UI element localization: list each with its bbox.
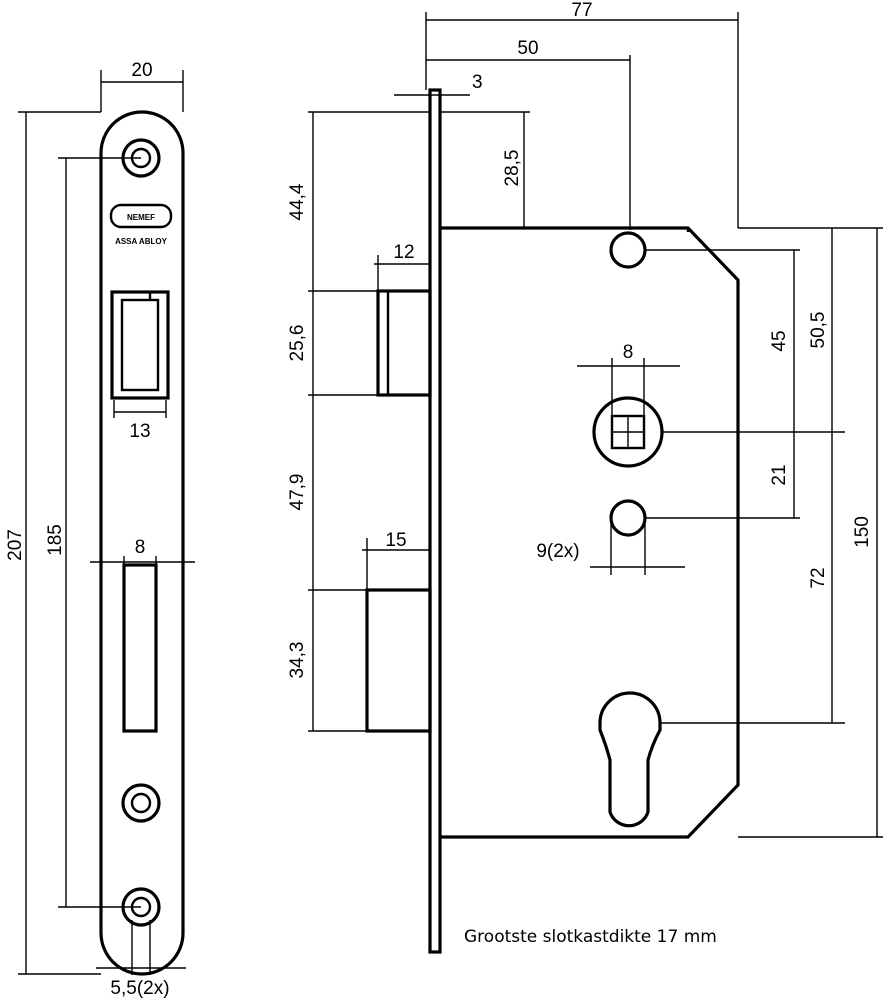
dim-height: 150: [852, 516, 873, 548]
faceplate-view: NEMEF ASSA ABLOY 20 207 185 13: [5, 60, 195, 999]
side-view: 77 50 3 28,5 44,4 25,6 47,9 34,3 12 15: [287, 0, 883, 954]
dim-spindle: 8: [623, 342, 634, 363]
dim-screw-hole: 5,5(2x): [110, 978, 169, 999]
dim-screw-spacing: 185: [45, 524, 66, 556]
dim-72: 72: [808, 567, 829, 588]
dim-bolt-width: 8: [135, 537, 146, 558]
latch-opening: [110, 290, 170, 400]
dim-latch-depth: 12: [393, 242, 414, 263]
dim-25-6: 25,6: [287, 325, 308, 362]
cylinder-hole: [598, 691, 662, 828]
follower-hole: [592, 396, 664, 468]
latch-bolt: [376, 289, 432, 397]
dim-44-4: 44,4: [287, 183, 308, 220]
bolt-opening: [122, 563, 158, 733]
faceplate-outline: [99, 110, 185, 976]
note-max-case-thickness: Grootste slotkastdikte 17 mm: [464, 927, 717, 947]
brand-text: NEMEF: [127, 213, 155, 222]
dim-45: 45: [769, 330, 790, 351]
dim-plate-thickness: 3: [472, 72, 483, 93]
hole-top: [609, 231, 647, 269]
dim-top-offset: 28,5: [502, 150, 523, 187]
lock-case-outline: [440, 226, 740, 839]
brand-subtext: ASSA ABLOY: [115, 237, 168, 246]
dim-hole-size: 9(2x): [536, 541, 579, 562]
dim-latch-width: 13: [129, 421, 150, 442]
front-plate-edge: [428, 88, 442, 954]
dim-faceplate-width: 20: [131, 60, 152, 81]
dim-50-5: 50,5: [808, 312, 829, 349]
dim-overall-depth: 77: [571, 0, 592, 21]
dim-34-3: 34,3: [287, 642, 308, 679]
screw-hole-middle: [121, 783, 161, 823]
dim-bolt-depth: 15: [385, 530, 406, 551]
dim-21: 21: [769, 464, 790, 485]
hole-lower: [609, 499, 647, 537]
dead-bolt: [365, 588, 432, 733]
dim-faceplate-length: 207: [5, 529, 26, 561]
dim-backset: 50: [517, 38, 538, 59]
brand-logo: [109, 203, 173, 229]
dim-47-9: 47,9: [287, 474, 308, 511]
